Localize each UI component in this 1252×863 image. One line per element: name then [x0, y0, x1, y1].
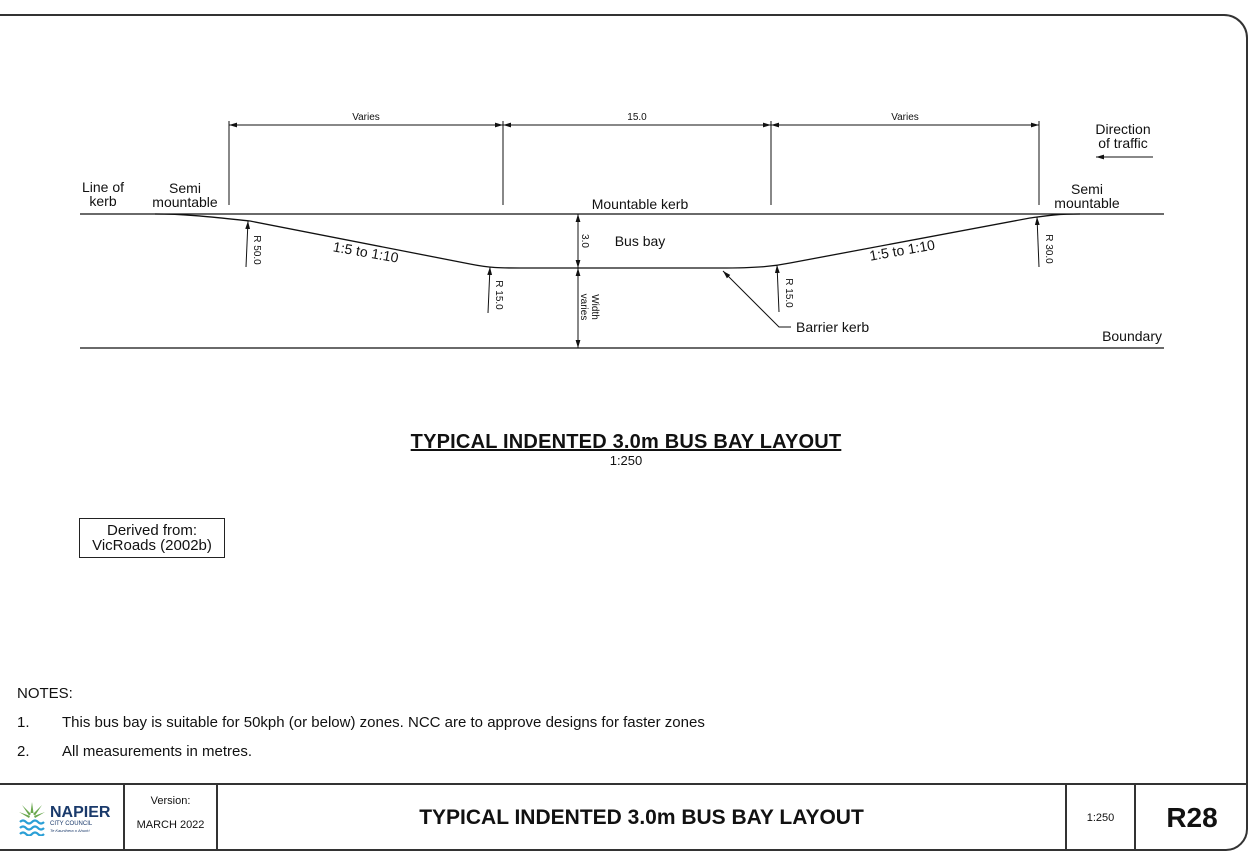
- logo-wordmark: NAPIER CITY COUNCIL Te Kaunihera o Ahuri…: [50, 804, 111, 834]
- taper-left-label: 1:5 to 1:10: [332, 238, 400, 265]
- logo-cell: NAPIER CITY COUNCIL Te Kaunihera o Ahuri…: [0, 785, 125, 851]
- dim-left-label: Varies: [352, 112, 380, 123]
- semi-mountable-right-label-1: Semi: [1071, 181, 1103, 197]
- radius-right-inner-label: R 15.0: [783, 278, 794, 308]
- radius-left-outer-label: R 50.0: [251, 235, 262, 265]
- drawing-code: R28: [1166, 802, 1218, 833]
- radius-leaders: [245, 216, 1040, 314]
- logo-subtitle: CITY COUNCIL: [50, 821, 93, 827]
- logo-tagline: Te Kaunihera o Ahuriri: [50, 828, 90, 833]
- note-number: 2.: [17, 743, 30, 760]
- width-varies-label-2: varies: [578, 294, 589, 321]
- semi-mountable-left-label-2: mountable: [152, 194, 218, 210]
- diagram-title-block: TYPICAL INDENTED 3.0m BUS BAY LAYOUT 1:2…: [0, 431, 1252, 467]
- derived-from-box: Derived from: VicRoads (2002b): [79, 518, 225, 558]
- version-value: MARCH 2022: [136, 819, 205, 831]
- diagram-title: TYPICAL INDENTED 3.0m BUS BAY LAYOUT: [410, 431, 842, 453]
- bus-bay-label: Bus bay: [615, 233, 666, 249]
- bay-depth-label: 3.0: [579, 234, 590, 248]
- note-number: 1.: [17, 714, 30, 731]
- width-varies-label-1: Width: [589, 294, 600, 320]
- mountable-kerb-label: Mountable kerb: [592, 196, 689, 212]
- note-item: 2. All measurements in metres.: [17, 743, 705, 772]
- semi-mountable-right-label-2: mountable: [1054, 195, 1120, 211]
- note-text: All measurements in metres.: [62, 743, 253, 760]
- extension-lines: [228, 121, 1040, 205]
- title-block: NAPIER CITY COUNCIL Te Kaunihera o Ahuri…: [0, 783, 1248, 851]
- logo-name: NAPIER: [50, 804, 111, 821]
- sheet-scale: 1:250: [1067, 785, 1136, 851]
- version-label: Version:: [150, 795, 191, 807]
- line-of-kerb-label-2: kerb: [89, 193, 116, 209]
- line-of-kerb-label-1: Line of: [82, 179, 124, 195]
- direction-label-1: Direction: [1095, 121, 1150, 137]
- diagram-scale: 1:250: [609, 453, 643, 468]
- napier-logo-icon: [19, 802, 45, 836]
- version-cell: Version: MARCH 2022: [125, 785, 218, 851]
- note-text: This bus bay is suitable for 50kph (or b…: [62, 714, 705, 731]
- notes-section: NOTES: 1. This bus bay is suitable for 5…: [17, 685, 705, 772]
- dim-right-label: Varies: [891, 112, 919, 123]
- semi-mountable-left-label-1: Semi: [169, 180, 201, 196]
- boundary-label: Boundary: [1102, 328, 1162, 344]
- barrier-kerb-leader: [722, 270, 791, 328]
- drawing-sheet: [0, 14, 1248, 851]
- bus-bay-diagram: Varies 15.0 Varies Direction of traffic …: [80, 112, 1164, 349]
- notes-heading: NOTES:: [17, 685, 73, 702]
- derived-from-label: Derived from:: [106, 522, 198, 539]
- note-item: 1. This bus bay is suitable for 50kph (o…: [17, 714, 705, 743]
- barrier-kerb-label: Barrier kerb: [796, 319, 869, 335]
- radius-left-inner-label: R 15.0: [493, 280, 504, 310]
- dim-centre-label: 15.0: [627, 112, 647, 123]
- direction-label-2: of traffic: [1098, 135, 1148, 151]
- derived-from-source: VicRoads (2002b): [92, 537, 212, 554]
- radius-right-outer-label: R 30.0: [1043, 234, 1054, 264]
- taper-right-label: 1:5 to 1:10: [868, 236, 936, 263]
- sheet-title: TYPICAL INDENTED 3.0m BUS BAY LAYOUT: [218, 785, 1067, 851]
